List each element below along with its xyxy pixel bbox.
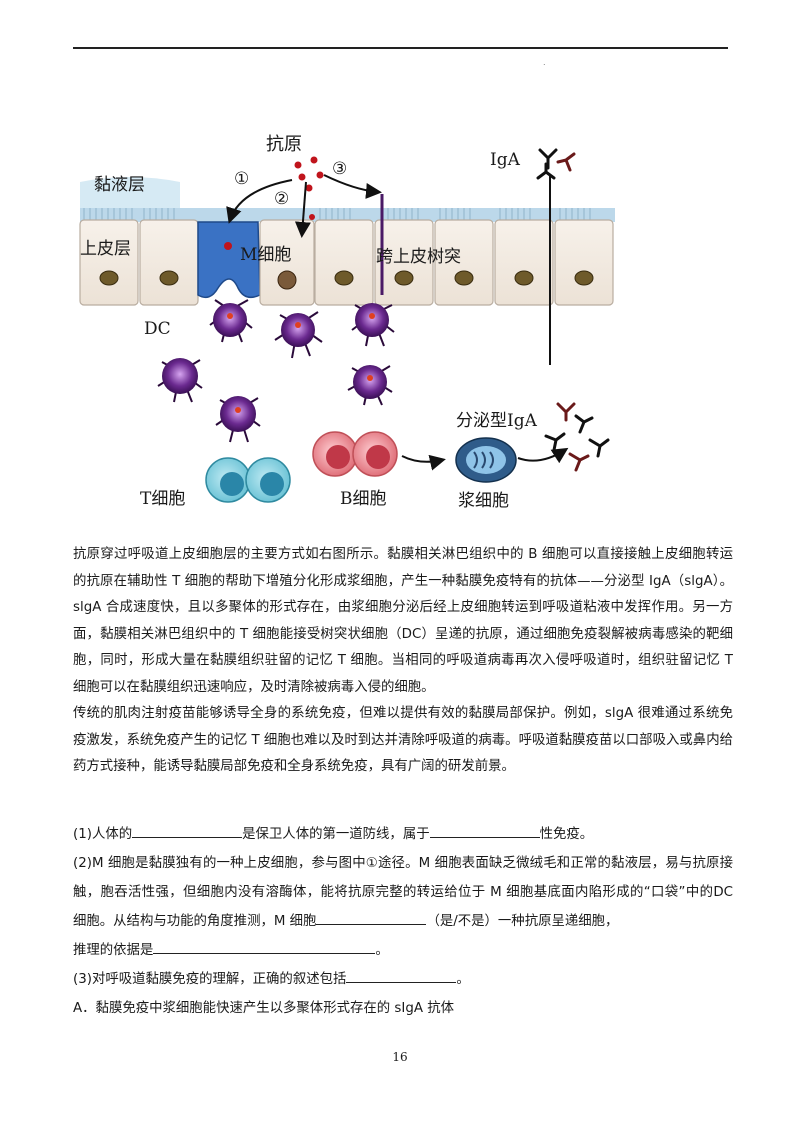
epithelial-cell-m-neighbor [259, 219, 315, 306]
question-3: (3)对呼吸道黏膜免疫的理解，正确的叙述包括。 [73, 965, 733, 994]
header-rule [73, 47, 728, 49]
option-a: A．黏膜免疫中浆细胞能快速产生以多聚体形式存在的 sIgA 抗体 [73, 1001, 455, 1016]
answer-blank[interactable] [153, 938, 376, 954]
m-cell [197, 221, 261, 299]
plasma-to-iga-arrow [517, 447, 569, 464]
antigen-cluster [294, 156, 324, 220]
label-m-cell: M细胞 [240, 245, 291, 265]
mucus-layer [80, 177, 180, 212]
label-dc: DC [144, 319, 171, 339]
label-transepithelial-dendrite: 跨上皮树突 [376, 247, 461, 267]
m-cell-antigen [224, 242, 232, 250]
answer-blank[interactable] [346, 967, 457, 983]
question-1: (1)人体的是保卫人体的第一道防线，属于性免疫。 [73, 820, 733, 849]
secreted-iga [544, 402, 610, 472]
passage: 抗原穿过呼吸道上皮细胞层的主要方式如右图所示。黏膜相关淋巴组织中的 B 细胞可以… [73, 542, 733, 781]
question-2-basis: 推理的依据是。 [73, 936, 733, 965]
label-plasma-cell: 浆细胞 [458, 491, 509, 511]
page-number: 16 [392, 1050, 408, 1064]
passage-paragraph-2: 传统的肌肉注射疫苗能够诱导全身的系统免疫，但难以提供有效的黏膜局部保护。例如，s… [73, 706, 733, 774]
label-antigen: 抗原 [266, 134, 302, 155]
route2-arrow [294, 181, 311, 238]
dc-cell-body [162, 358, 198, 394]
question-2: (2)M 细胞是黏膜独有的一种上皮细胞，参与图中①途径。M 细胞表面缺乏微绒毛和… [73, 856, 733, 929]
label-secretory-iga: 分泌型IgA [456, 411, 538, 431]
granular-nucleus [277, 270, 297, 290]
mucosal-immunity-figure: 抗原 黏液层 上皮层 M细胞 跨上皮树突 DC IgA 分泌型IgA T细胞 B… [79, 134, 615, 511]
dc-cell-body [355, 303, 389, 337]
label-iga: IgA [490, 150, 521, 170]
answer-blank[interactable] [316, 909, 427, 925]
cell-nuclei [99, 270, 594, 286]
epithelial-cells [79, 219, 614, 306]
label-epithelium: 上皮层 [80, 239, 131, 259]
questions: (1)人体的是保卫人体的第一道防线，属于性免疫。 (2)M 细胞是黏膜独有的一种… [73, 820, 733, 1023]
dc-cell-body [213, 303, 247, 337]
scan-dot: . [543, 58, 546, 67]
microvilli-strip [80, 208, 615, 222]
route3-arrow [323, 174, 382, 199]
microvilli [83, 208, 591, 220]
answer-blank[interactable] [429, 822, 540, 838]
answer-blank[interactable] [132, 822, 243, 838]
iga-molecules [536, 148, 576, 180]
label-route3: ③ [332, 159, 347, 179]
label-route1: ① [234, 169, 249, 189]
b-to-plasma-arrow [401, 454, 446, 471]
passage-paragraph-1: 抗原穿过呼吸道上皮细胞层的主要方式如右图所示。黏膜相关淋巴组织中的 B 细胞可以… [73, 547, 733, 695]
dc-cell-body [353, 365, 387, 399]
dc-cell-body [220, 396, 256, 432]
route1-arrow [226, 179, 293, 224]
dc-cells [157, 299, 395, 443]
label-mucus-layer: 黏液层 [94, 175, 145, 195]
dc-cell-body [281, 313, 315, 347]
label-b-cell: B细胞 [340, 489, 387, 509]
label-route2: ② [274, 189, 289, 209]
label-t-cell: T细胞 [140, 489, 185, 509]
